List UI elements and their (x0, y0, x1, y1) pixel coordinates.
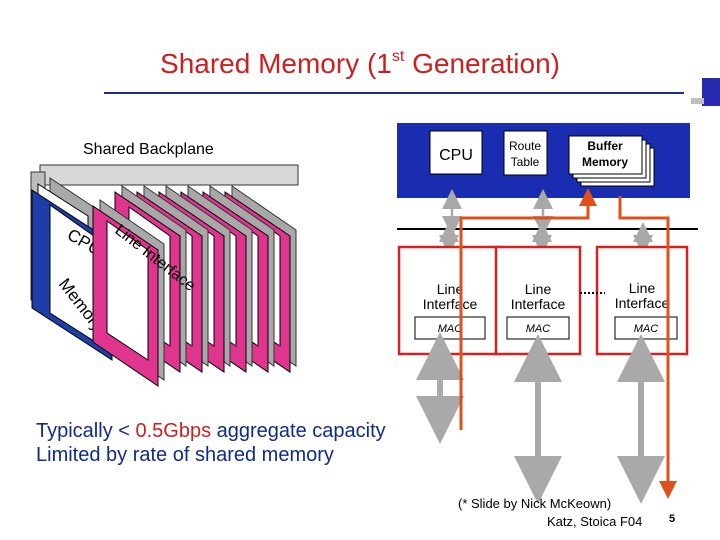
mac-label: MAC (438, 323, 463, 335)
mac-label: MAC (526, 323, 551, 335)
bullet-block: Typically < 0.5Gbps aggregate capacity L… (36, 419, 386, 467)
cpu-label: CPU (439, 147, 473, 164)
shared-backplane-label: Shared Backplane (83, 141, 214, 158)
corner-accent-tick (691, 98, 704, 104)
buffer-memory-stack (568, 135, 655, 187)
slide-title: Shared Memory (1st Generation) (160, 48, 560, 79)
course-credit: Katz, Stoica F04 (547, 514, 643, 529)
bullet-capacity: Typically < 0.5Gbps aggregate capacity (36, 420, 386, 442)
bus-arrows (439, 189, 653, 255)
bullet-memory-limit: Limited by rate of shared memory (36, 444, 334, 466)
route-table-box (503, 130, 548, 176)
mac-label: MAC (634, 323, 659, 335)
cpu-box (429, 130, 483, 175)
line-card-stack (114, 185, 297, 373)
slide-credit: (* Slide by Nick McKeown) (458, 496, 612, 511)
external-port-arrows (416, 332, 665, 504)
title-underline (104, 92, 684, 94)
corner-accent-bar (702, 78, 720, 106)
page-number: 5 (669, 513, 676, 525)
packet-path (459, 188, 677, 499)
front-line-card: Line Interface (92, 199, 198, 387)
